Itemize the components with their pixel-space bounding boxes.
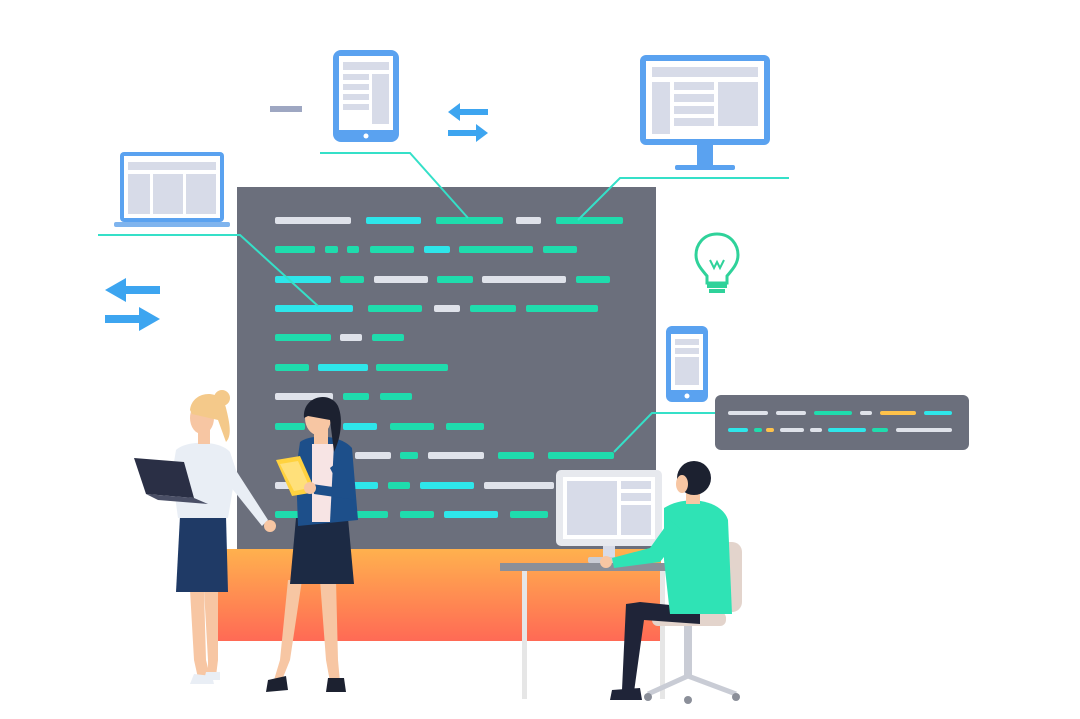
desk xyxy=(500,563,670,699)
monitor-icon xyxy=(640,55,770,170)
tablet-icon xyxy=(333,50,399,142)
desktop-computer xyxy=(556,470,662,563)
lightbulb-icon xyxy=(694,232,740,293)
connector-lines xyxy=(98,152,789,453)
swap-arrows-icon xyxy=(448,103,488,142)
woman-with-laptop xyxy=(134,390,276,684)
swap-arrows-icon xyxy=(105,278,160,331)
code-lines xyxy=(275,217,623,518)
code-snippet-panel xyxy=(715,395,969,450)
laptop-icon xyxy=(114,152,230,227)
woman-with-clipboard xyxy=(266,396,358,692)
smartphone-icon xyxy=(666,326,708,402)
seated-developer xyxy=(600,461,732,700)
minus-icon xyxy=(270,106,302,112)
